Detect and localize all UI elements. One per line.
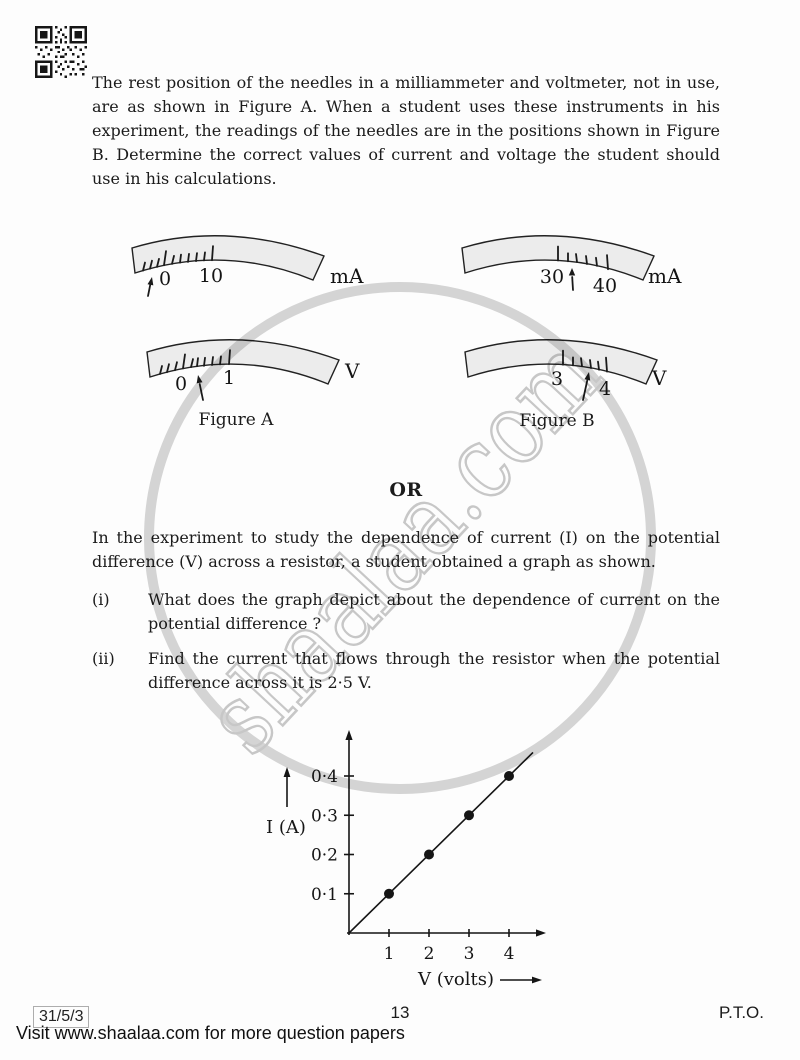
svg-text:V (volts): V (volts)	[417, 969, 494, 990]
paper-code: 31/5/3	[33, 1006, 90, 1028]
x-tick-label: 4	[504, 944, 515, 964]
unit-label: V	[344, 359, 360, 383]
question-alt-intro: In the experiment to study the dependenc…	[92, 528, 720, 571]
x-ticks: 1 2 3 4	[384, 929, 515, 964]
visit-shaalaa-line: Visit www.shaalaa.com for more question …	[16, 1023, 405, 1043]
part-marker: (i)	[92, 590, 110, 609]
y-axis-label: I (A)	[266, 767, 306, 838]
needle-pointer	[196, 375, 204, 401]
y-ticks: 0·1 0·2 0·3 0·4	[311, 767, 354, 905]
question-part-ii: (ii) Find the current that flows through…	[92, 647, 720, 695]
scale-label: 3	[551, 368, 563, 390]
unit-label: V	[651, 366, 667, 390]
scale-label: 0	[175, 373, 187, 395]
needle-pointer	[568, 268, 576, 291]
scale-label: 30	[540, 266, 564, 288]
part-text: What does the graph depict about the dep…	[148, 590, 720, 633]
data-point	[384, 888, 394, 899]
part-marker: (ii)	[92, 649, 115, 668]
y-tick-label: 0·2	[311, 846, 338, 866]
unit-label: mA	[648, 264, 682, 288]
x-tick-label: 2	[424, 944, 435, 964]
unit-label: mA	[330, 264, 364, 288]
gauge-scale-band	[131, 235, 325, 281]
x-axis-label: V (volts)	[417, 969, 542, 990]
y-tick-label: 0·1	[311, 885, 338, 905]
figure-b-caption: Figure B	[519, 411, 595, 431]
question-intro: The rest position of the needles in a mi…	[92, 73, 720, 188]
milliammeter-b-gauge: 30 40 mA	[461, 235, 682, 297]
y-tick-label: 0·4	[311, 767, 338, 787]
svg-text:I (A): I (A)	[266, 817, 306, 838]
data-point	[504, 771, 514, 781]
scale-label: 10	[199, 265, 223, 287]
y-tick-label: 0·3	[311, 806, 338, 826]
milliammeter-a-gauge: 0 10 mA	[131, 235, 364, 297]
needle-pointer	[147, 277, 154, 297]
data-point	[464, 810, 474, 821]
scale-label: 1	[223, 367, 235, 389]
or-separator: OR	[389, 479, 423, 501]
best-fit-line	[348, 751, 534, 934]
qr-code	[35, 26, 87, 78]
needle-pointer	[582, 372, 591, 401]
x-tick-label: 3	[464, 944, 475, 964]
scale-tick-marks	[142, 245, 214, 272]
question-part-i: (i) What does the graph depict about the…	[92, 588, 720, 636]
x-tick-label: 1	[384, 944, 395, 964]
scale-label: 4	[599, 378, 611, 400]
iv-graph: 1 2 3 4 0·1 0·2 0·3 0·4 I (A) V (volts)	[266, 730, 546, 990]
figure-a-caption: Figure A	[198, 410, 274, 430]
scale-label: 0	[159, 268, 171, 290]
data-point	[424, 849, 434, 860]
y-axis	[345, 730, 353, 935]
pto-label: P.T.O.	[718, 1003, 764, 1022]
scale-tick-marks	[557, 245, 609, 271]
part-text: Find the current that flows through the …	[148, 649, 720, 692]
x-axis	[347, 929, 546, 937]
scale-label: 40	[593, 275, 617, 297]
page-number: 13	[390, 1003, 410, 1022]
